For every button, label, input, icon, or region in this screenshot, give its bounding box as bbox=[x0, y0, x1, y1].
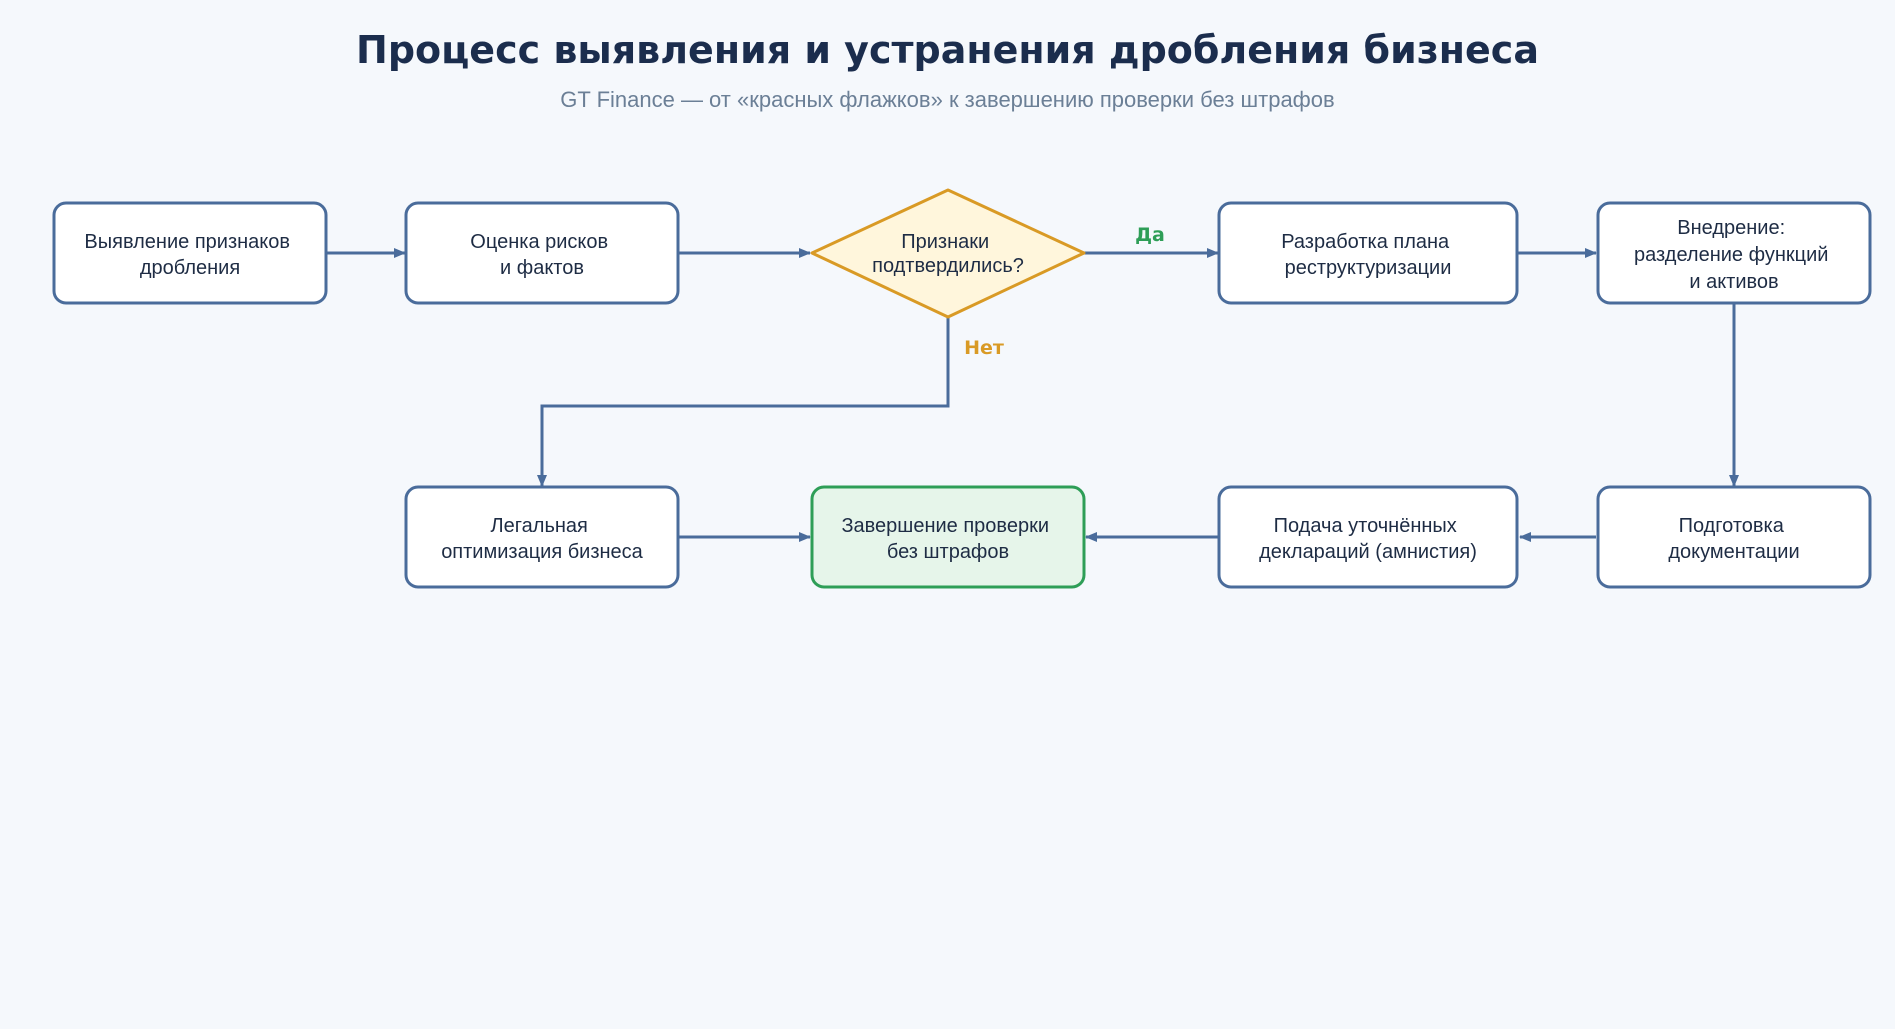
svg-text:Легальная оптимизация би: Легальная оптимизация бизнеса bbox=[441, 515, 643, 563]
node-assess-line-1: Оценка рисков bbox=[470, 231, 608, 253]
node-finish: Завершение проверки без штрафов bbox=[810, 485, 1086, 589]
node-detect-line-2: дробления bbox=[140, 257, 240, 279]
edges bbox=[326, 248, 1739, 542]
node-docs-line-1: Подготовка bbox=[1679, 515, 1785, 537]
svg-text:Внедрение: разделение фу: Внедрение: разделение функций и активов bbox=[1634, 217, 1834, 293]
node-finish-line-1: Завершение проверки bbox=[841, 515, 1049, 537]
node-legal-line-1: Легальная bbox=[491, 515, 588, 537]
edge-label-yes: Да bbox=[1135, 224, 1165, 246]
edge-decision-legal bbox=[537, 317, 950, 487]
node-decision: Признаки подтвердились? bbox=[810, 188, 1086, 319]
svg-text:Оценка рисков и фактов: Оценка рисков и фактов bbox=[470, 231, 613, 279]
svg-text:Выявление признаков дроб: Выявление признаков дробления bbox=[84, 231, 295, 279]
node-declarations-line-2: деклараций (амнистия) bbox=[1259, 541, 1477, 563]
page-title: Процесс выявления и устранения дробления… bbox=[356, 28, 1539, 72]
node-implement-line-1: Внедрение: bbox=[1677, 217, 1785, 239]
node-detect: Выявление признаков дробления bbox=[52, 201, 328, 305]
node-finish-line-2: без штрафов bbox=[887, 541, 1009, 563]
node-detect-line-1: Выявление признаков bbox=[84, 231, 290, 253]
node-legal: Легальная оптимизация бизнеса bbox=[404, 485, 680, 589]
node-plan-line-2: реструктуризации bbox=[1285, 257, 1452, 279]
svg-text:Признаки подтвердились?: Признаки подтвердились? bbox=[872, 231, 1024, 277]
node-plan: Разработка плана реструктуризации bbox=[1217, 201, 1519, 305]
node-implement-line-3: и активов bbox=[1689, 271, 1778, 293]
node-implement-line-2: разделение функций bbox=[1634, 244, 1828, 266]
node-docs: Подготовка документации bbox=[1596, 485, 1872, 589]
node-implement: Внедрение: разделение функций и активов bbox=[1596, 201, 1872, 305]
node-declarations: Подача уточнённых деклараций (амнистия) bbox=[1217, 485, 1519, 589]
node-assess-line-2: и фактов bbox=[500, 257, 584, 279]
node-decision-line-2: подтвердились? bbox=[872, 255, 1024, 277]
page-subtitle: GT Finance — от «красных флажков» к заве… bbox=[560, 87, 1335, 112]
svg-text:Подача уточнённых деклар: Подача уточнённых деклараций (амнистия) bbox=[1259, 515, 1477, 563]
node-docs-line-2: документации bbox=[1668, 541, 1799, 563]
node-plan-line-1: Разработка плана bbox=[1281, 231, 1450, 253]
svg-text:Разработка плана реструк: Разработка плана реструктуризации bbox=[1281, 231, 1455, 279]
svg-text:Подготовка документации: Подготовка документации bbox=[1668, 515, 1799, 563]
node-legal-line-2: оптимизация бизнеса bbox=[441, 541, 643, 563]
svg-text:Завершение проверки без: Завершение проверки без штрафов bbox=[841, 515, 1054, 563]
node-decision-line-1: Признаки bbox=[901, 231, 989, 253]
node-declarations-line-1: Подача уточнённых bbox=[1274, 515, 1457, 537]
node-assess: Оценка рисков и фактов bbox=[404, 201, 680, 305]
edge-label-no: Нет bbox=[964, 337, 1004, 359]
